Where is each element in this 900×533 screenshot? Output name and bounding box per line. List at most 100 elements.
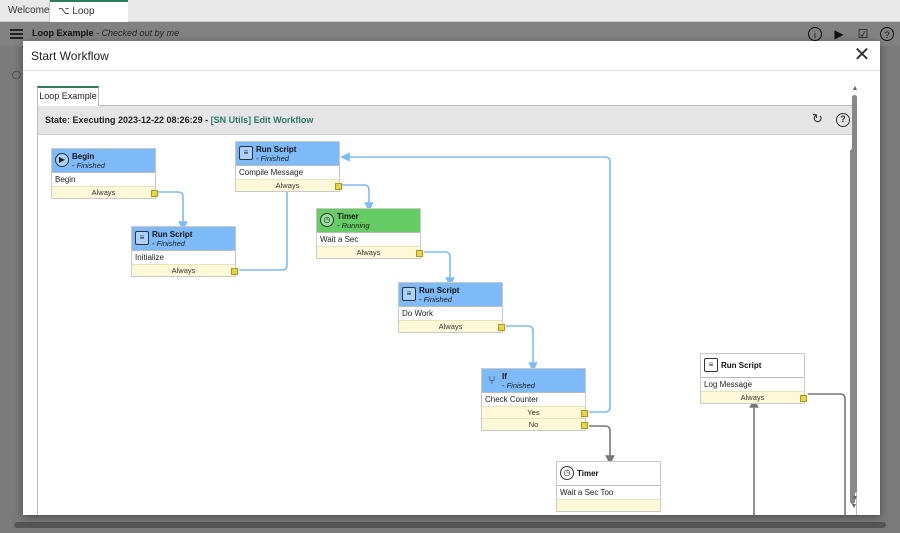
activity-header: ≡ Run Script <box>701 354 804 378</box>
exit-label: No <box>528 420 539 429</box>
help-icon[interactable]: ? <box>880 27 894 41</box>
transition-compile-wait <box>342 184 374 212</box>
help-icon[interactable]: ? <box>836 113 850 127</box>
app-subtitle: - Checked out by me <box>96 28 180 38</box>
transition-wait-dowork <box>424 251 455 287</box>
state-bar: State: Executing 2023-12-22 08:26:29 - [… <box>38 106 856 135</box>
exit-port[interactable] <box>151 190 158 197</box>
exit-label: Always <box>356 248 381 257</box>
activity-check-counter[interactable]: ⑂ If - Finished Check Counter Yes No <box>481 368 588 431</box>
scroll-down-icon[interactable]: ▼ <box>849 503 856 511</box>
activity-status: - Finished <box>419 295 452 304</box>
app-title: Loop Example - Checked out by me <box>32 28 179 38</box>
exit-port[interactable] <box>800 395 807 402</box>
exit-condition[interactable]: Always <box>701 391 807 403</box>
horizontal-scrollbar[interactable] <box>14 522 886 528</box>
activity-header: ◷ Timer - Running <box>317 209 420 233</box>
scrollbar-thumb[interactable] <box>852 95 857 493</box>
activity-begin[interactable]: ▶ Begin - Finished Begin Always <box>51 148 158 199</box>
activity-compile-message[interactable]: ≡ Run Script - Finished Compile Message … <box>235 141 342 192</box>
activity-wait-a-sec-too[interactable]: ◷ Timer Wait a Sec Too <box>556 461 661 512</box>
background-palette-icon: ◯ <box>12 70 21 79</box>
play-icon[interactable]: ▶ <box>834 27 844 41</box>
exit-condition[interactable]: Always <box>52 186 158 198</box>
activity-name: Wait a Sec <box>320 235 359 244</box>
branch-icon: ⑂ <box>488 373 496 387</box>
activity-status: - Finished <box>72 161 105 170</box>
activity-header: ⑂ If - Finished <box>482 369 585 393</box>
menu-icon[interactable] <box>10 29 23 39</box>
exit-label: Always <box>438 322 463 331</box>
exit-label: Always <box>275 181 300 190</box>
workflow-canvas[interactable]: ▶ Begin - Finished Begin Always ≡ Run Sc… <box>38 135 856 515</box>
exit-condition-no[interactable]: No <box>482 418 588 430</box>
exit-port[interactable] <box>335 183 342 190</box>
activity-header: ≡ Run Script - Finished <box>399 283 502 307</box>
start-workflow-dialog: Start Workflow ✕ Loop Example State: Exe… <box>23 41 880 515</box>
script-icon: ≡ <box>402 287 416 301</box>
scroll-up-icon[interactable]: ▲ <box>851 85 859 92</box>
transition-log-out <box>808 393 846 515</box>
edit-workflow-link[interactable]: [SN Utils] Edit Workflow <box>210 115 314 125</box>
activity-name: Do Work <box>402 309 433 318</box>
transition-if-yes-compile <box>340 152 611 413</box>
activity-type: Run Script <box>419 286 460 295</box>
exit-condition[interactable] <box>557 499 660 511</box>
activity-type: Run Script <box>256 145 297 154</box>
activity-do-work[interactable]: ≡ Run Script - Finished Do Work Always <box>398 282 505 333</box>
activity-type: Run Script <box>721 361 762 370</box>
activity-wait-a-sec[interactable]: ◷ Timer - Running Wait a Sec Always <box>316 208 423 259</box>
exit-port[interactable] <box>581 422 588 429</box>
exit-condition[interactable]: Always <box>399 320 505 332</box>
exit-label: Always <box>91 188 116 197</box>
script-icon: ≡ <box>239 146 253 160</box>
transition-lines <box>118 152 846 515</box>
transition-begin-initialize <box>118 191 188 231</box>
refresh-icon[interactable]: ↻ <box>812 111 823 126</box>
state-label: State: Executing 2023-12-22 08:26:29 - <box>45 115 211 125</box>
close-icon[interactable]: ✕ <box>853 44 871 66</box>
activity-type: Timer <box>337 212 359 221</box>
activity-header: ▶ Begin - Finished <box>52 149 155 173</box>
activity-status: - Finished <box>256 154 289 163</box>
activity-status: - Finished <box>502 381 535 390</box>
tab-welcome[interactable]: Welcome <box>0 0 50 22</box>
activity-status: - Running <box>337 221 370 230</box>
exit-port[interactable] <box>416 250 423 257</box>
scroll-down-icon[interactable]: ▼ <box>851 495 859 502</box>
exit-label: Yes <box>527 408 540 417</box>
play-icon: ▶ <box>55 153 69 167</box>
dialog-vertical-scrollbar[interactable]: ▲ ▼ <box>849 85 860 505</box>
activity-header: ≡ Run Script - Finished <box>236 142 339 166</box>
exit-port[interactable] <box>231 268 238 275</box>
exit-port[interactable] <box>498 324 505 331</box>
info-icon[interactable]: i <box>808 27 822 41</box>
workflow-panel: State: Executing 2023-12-22 08:26:29 - [… <box>37 105 857 515</box>
activity-header: ≡ Run Script - Finished <box>132 227 235 251</box>
exit-condition[interactable]: Always <box>317 246 423 258</box>
activity-name: Wait a Sec Too <box>560 488 614 497</box>
dialog-header: Start Workflow ✕ <box>23 41 880 71</box>
tab-workflow[interactable]: Loop Example <box>37 86 99 106</box>
transition-dowork-if <box>506 325 538 372</box>
state-text: State: Executing 2023-12-22 08:26:29 - [… <box>45 115 313 125</box>
exit-condition[interactable]: Always <box>132 264 238 276</box>
activity-status: - Finished <box>152 239 185 248</box>
dialog-title: Start Workflow <box>31 49 109 63</box>
exit-port[interactable] <box>581 410 588 417</box>
exit-condition-yes[interactable]: Yes <box>482 406 588 418</box>
workflow-icon: ⌥ <box>58 6 73 17</box>
activity-name: Check Counter <box>485 395 539 404</box>
timer-icon: ◷ <box>560 466 574 480</box>
activity-initialize[interactable]: ≡ Run Script - Finished Initialize Alway… <box>131 226 238 277</box>
exit-label: Always <box>171 266 196 275</box>
activity-type: Timer <box>577 469 599 478</box>
activity-name: Log Message <box>704 380 753 389</box>
script-icon: ≡ <box>135 231 149 245</box>
transition-if-no-wait2 <box>589 425 615 465</box>
checkbox-icon[interactable]: ☑ <box>857 27 869 41</box>
exit-condition[interactable]: Always <box>236 179 342 191</box>
timer-icon: ◷ <box>320 213 334 227</box>
tab-loop-example[interactable]: ⌥ Loop Example <box>50 0 128 37</box>
activity-log-message[interactable]: ≡ Run Script Log Message Always <box>700 353 807 404</box>
